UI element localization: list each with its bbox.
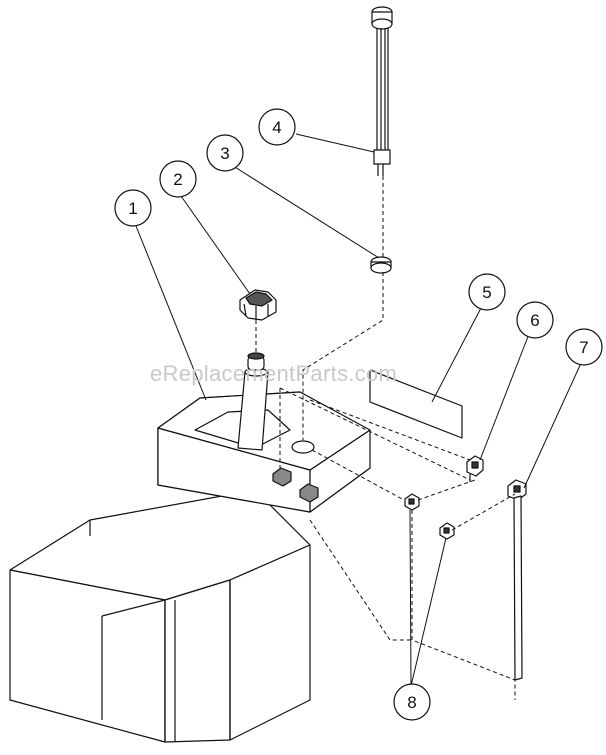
- assembly-lines: [255, 176, 516, 700]
- callout-3: 3: [206, 134, 244, 172]
- filler-neck: [237, 352, 269, 451]
- fuel-cap: [239, 289, 277, 321]
- callout-8-label: 8: [407, 693, 416, 712]
- callout-6-label: 6: [530, 311, 539, 330]
- hose-clamp: [466, 455, 484, 482]
- decal: [369, 369, 463, 439]
- callout-6: 6: [516, 301, 554, 339]
- watermark: eReplacementParts.com: [150, 361, 398, 386]
- callout-4-label: 4: [272, 118, 281, 137]
- cable-tie: [507, 479, 527, 681]
- callout-5: 5: [468, 273, 506, 311]
- callout-3-label: 3: [220, 144, 229, 163]
- callout-2-label: 2: [173, 170, 182, 189]
- fittings: [404, 493, 455, 540]
- callout-7-label: 7: [579, 338, 588, 357]
- leader-lines: [135, 133, 583, 687]
- tank-ports: [272, 440, 319, 503]
- fuel-tank: [9, 391, 371, 743]
- callout-7: 7: [565, 328, 603, 366]
- fuel-gauge-sender: [371, 6, 393, 176]
- callout-2: 2: [159, 160, 197, 198]
- callout-1-label: 1: [128, 199, 137, 218]
- callout-8: 8: [393, 683, 431, 721]
- callout-4: 4: [258, 108, 296, 146]
- callout-5-label: 5: [482, 283, 491, 302]
- callout-1: 1: [114, 189, 152, 227]
- grommet: [370, 256, 392, 274]
